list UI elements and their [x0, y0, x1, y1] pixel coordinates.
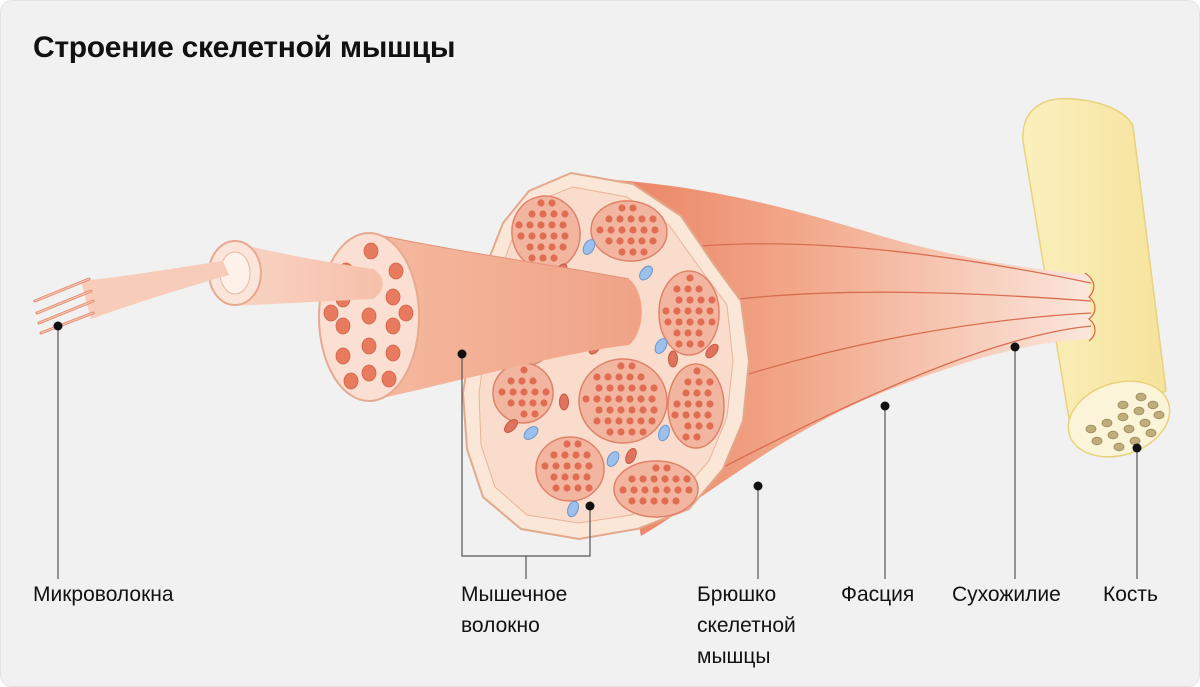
belly-pointer-dot	[754, 482, 763, 491]
myofibril-dot	[362, 308, 376, 324]
label-fascia: Фасция	[841, 579, 914, 610]
marrow-dot	[1092, 437, 1102, 445]
myofibril-dot	[382, 371, 396, 387]
fiber-pointer-dot	[458, 350, 467, 359]
marrow-dot	[1114, 443, 1124, 451]
label-bone: Кость	[1103, 579, 1158, 610]
myofibril-dot	[386, 345, 400, 361]
bone-pointer-dot	[1133, 444, 1142, 453]
marrow-dot	[1108, 431, 1118, 439]
label-tendon: Сухожилие	[952, 579, 1061, 610]
myofibril-dot	[399, 305, 413, 321]
myofibril-dot	[386, 318, 400, 334]
myofibril-dot	[362, 365, 376, 381]
tendon-pointer-dot	[1011, 343, 1020, 352]
marrow-dot	[1134, 407, 1144, 415]
microfibrils-pointer-dot	[54, 322, 63, 331]
myofibril-dot	[336, 348, 350, 364]
marrow-dot	[1118, 413, 1128, 421]
fascicle	[668, 364, 724, 448]
fascicle	[614, 461, 698, 517]
myofibril-dot	[362, 338, 376, 354]
marrow-dot	[1146, 429, 1156, 437]
marrow-dot	[1154, 411, 1164, 419]
label-microfibrils: Микроволокна	[33, 579, 174, 610]
myofibril-dot	[324, 305, 338, 321]
label-muscle-fiber: Мышечное волокно	[461, 579, 567, 641]
myofibril-dot	[344, 373, 358, 389]
myofibril-dot	[389, 263, 403, 279]
myofibril-dot	[386, 289, 400, 305]
fascicle	[579, 359, 667, 443]
fascicle	[659, 271, 719, 355]
blood-vessel-artery	[669, 351, 678, 367]
marrow-dot	[1124, 425, 1134, 433]
marrow-dot	[1136, 393, 1146, 401]
marrow-dot	[1140, 419, 1150, 427]
fascicle	[536, 437, 604, 501]
myofibril-dot	[336, 318, 350, 334]
fascicle	[493, 363, 553, 423]
marrow-dot	[1118, 401, 1128, 409]
microfibrils	[35, 261, 229, 333]
myofibril-dot	[364, 243, 378, 259]
label-muscle-belly: Брюшко скелетной мышцы	[697, 579, 796, 672]
blood-vessel-artery	[560, 394, 569, 410]
marrow-dot	[1102, 419, 1112, 427]
marrow-dot	[1148, 401, 1158, 409]
fiber-section-pointer-dot	[586, 502, 595, 511]
marrow-dot	[1086, 425, 1096, 433]
fascia-pointer-dot	[881, 402, 890, 411]
marrow-dot	[1130, 437, 1140, 445]
